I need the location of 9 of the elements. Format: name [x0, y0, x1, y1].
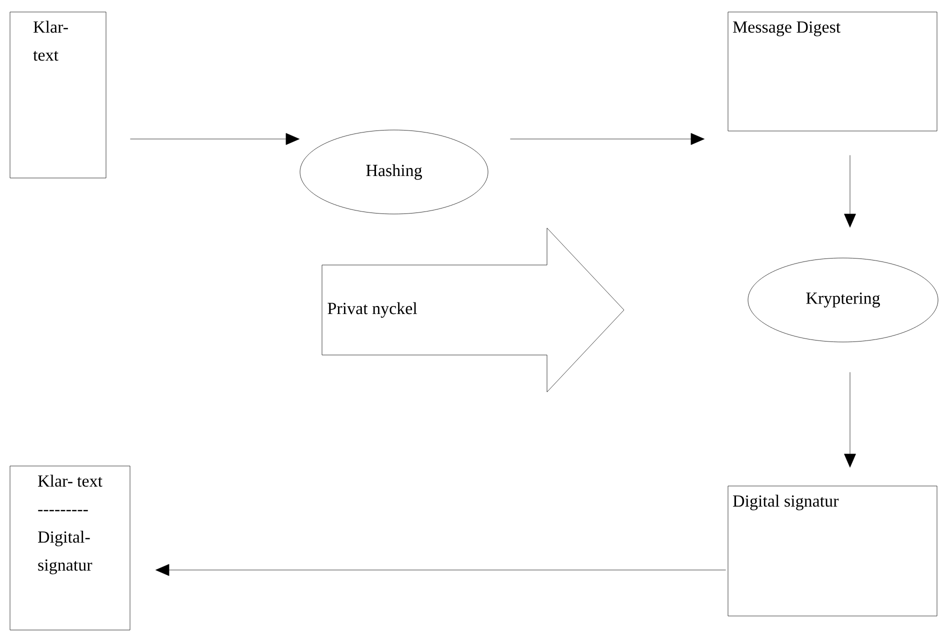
text-box: Klar- text --------- Digital- signatur	[10, 466, 130, 630]
arrow	[156, 564, 726, 576]
arrow	[130, 133, 300, 145]
arrow	[844, 372, 856, 468]
text-box: Message Digest	[728, 12, 938, 132]
text-box: Digital signatur	[728, 486, 938, 616]
text-box: Klar- text	[10, 12, 106, 178]
arrow	[510, 133, 704, 145]
arrow	[844, 155, 856, 228]
